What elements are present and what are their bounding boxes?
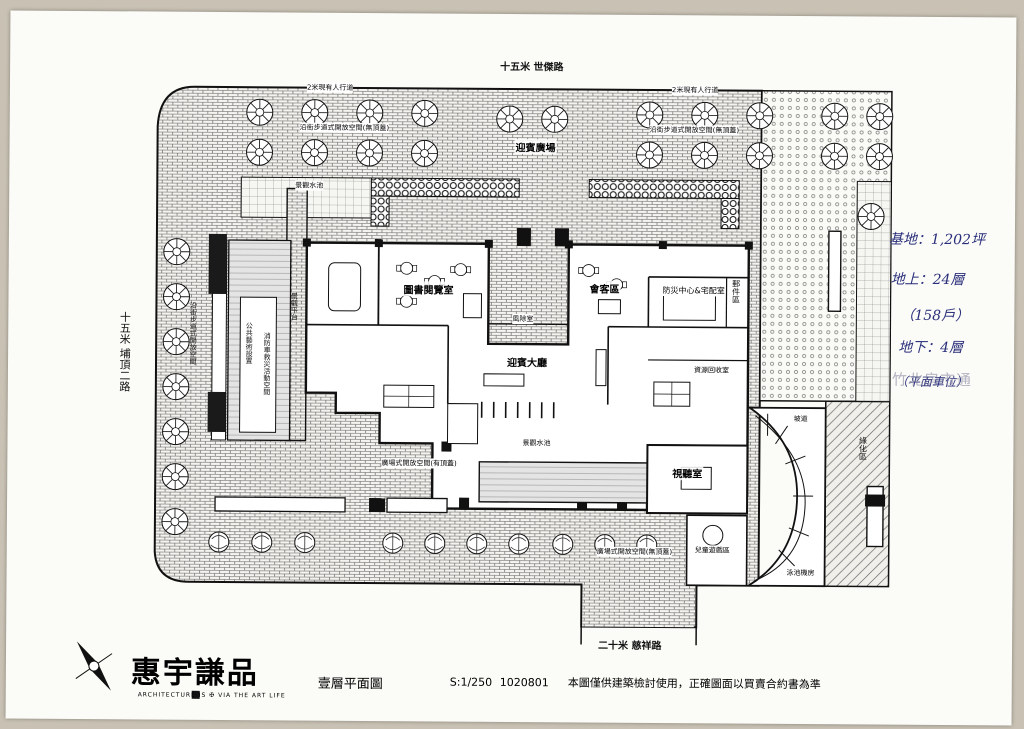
brand-name: 惠宇謙品 [130,655,259,692]
room-lounge: 會客區 [588,280,621,296]
room-av: 視聽室 [671,465,704,481]
plaza-uncovered-label: 廣場式開放空間(無頂蓋) [596,546,673,558]
note-above-ground: 地上：24層 [890,271,965,289]
top-road-label: 十五米 世傑路 [500,61,564,74]
north-arrow-icon [75,641,113,691]
drawing-date: 1020801 [499,675,549,690]
room-windbreak: 風除室 [512,314,534,325]
brand-logo-icon [191,690,200,699]
sidewalk-right-label: 2米現有人行道 [671,85,719,96]
open-space-left-label: 沿街步道式開放空間(無頂蓋) [299,122,390,134]
drawing-sheet: 十五米 世傑路 十五米 埔頂二路 二十米 慈祥路 2米現有人行道 2米現有人行道… [5,10,1017,726]
drawing-scale: S:1/250 [449,675,493,689]
brand-slogan: ARCHITECTURE IS ✠ VIA THE ART LIFE [137,691,286,700]
ramp-area-label: 景觀平台 [290,292,299,321]
room-recycle: 資源回收室 [693,365,730,376]
note-units: （158戶） [900,307,970,325]
room-kids: 兒童遊戲區 [694,545,730,556]
room-pool-machine: 泳池機房 [786,567,815,579]
reception-plaza-label: 迎賓廣場 [514,139,557,155]
sidewalk-left-label: 2米現有人行道 [306,82,354,93]
room-mail: 郵件區 [731,279,741,304]
left-road-label: 十五米 埔頂二路 [117,311,132,392]
water-pool-mid-label: 景觀水池 [522,438,551,449]
note-site-area: 基地：1,202坪 [888,231,986,249]
public-art-label: 公共藝術設置 [245,322,254,365]
plaza-covered-label: 廣場式開放空間(有頂蓋) [381,458,457,469]
disclaimer-note: 本圖僅供建築檢討使用，正確圖面以買賣合約書為準 [567,676,821,692]
note-below-ground: 地下：4層 [898,339,964,357]
ramp-sign: 坡道 [793,413,808,425]
bottom-road-label: 二十米 慈祥路 [598,640,662,653]
water-pool-top-label: 景觀水池 [295,180,324,191]
watermark-text: 竹北房市通 [891,370,973,390]
fire-lane-label: 消防車救災活動空間 [262,332,272,396]
rear-area-label: 綠化區 [858,436,868,461]
room-disaster-center: 防災中心&宅配室 [662,285,725,297]
room-lobby: 迎賓大廳 [505,353,549,370]
left-open-space-label: 沿街步道式開放空間 [189,301,198,365]
drawing-title: 壹層平面圖 [317,676,383,693]
site-plan-diagram [75,85,894,699]
room-library: 圖書閱覽室 [402,281,455,297]
open-space-right-label: 沿街步道式開放空間(無頂蓋) [649,124,740,136]
